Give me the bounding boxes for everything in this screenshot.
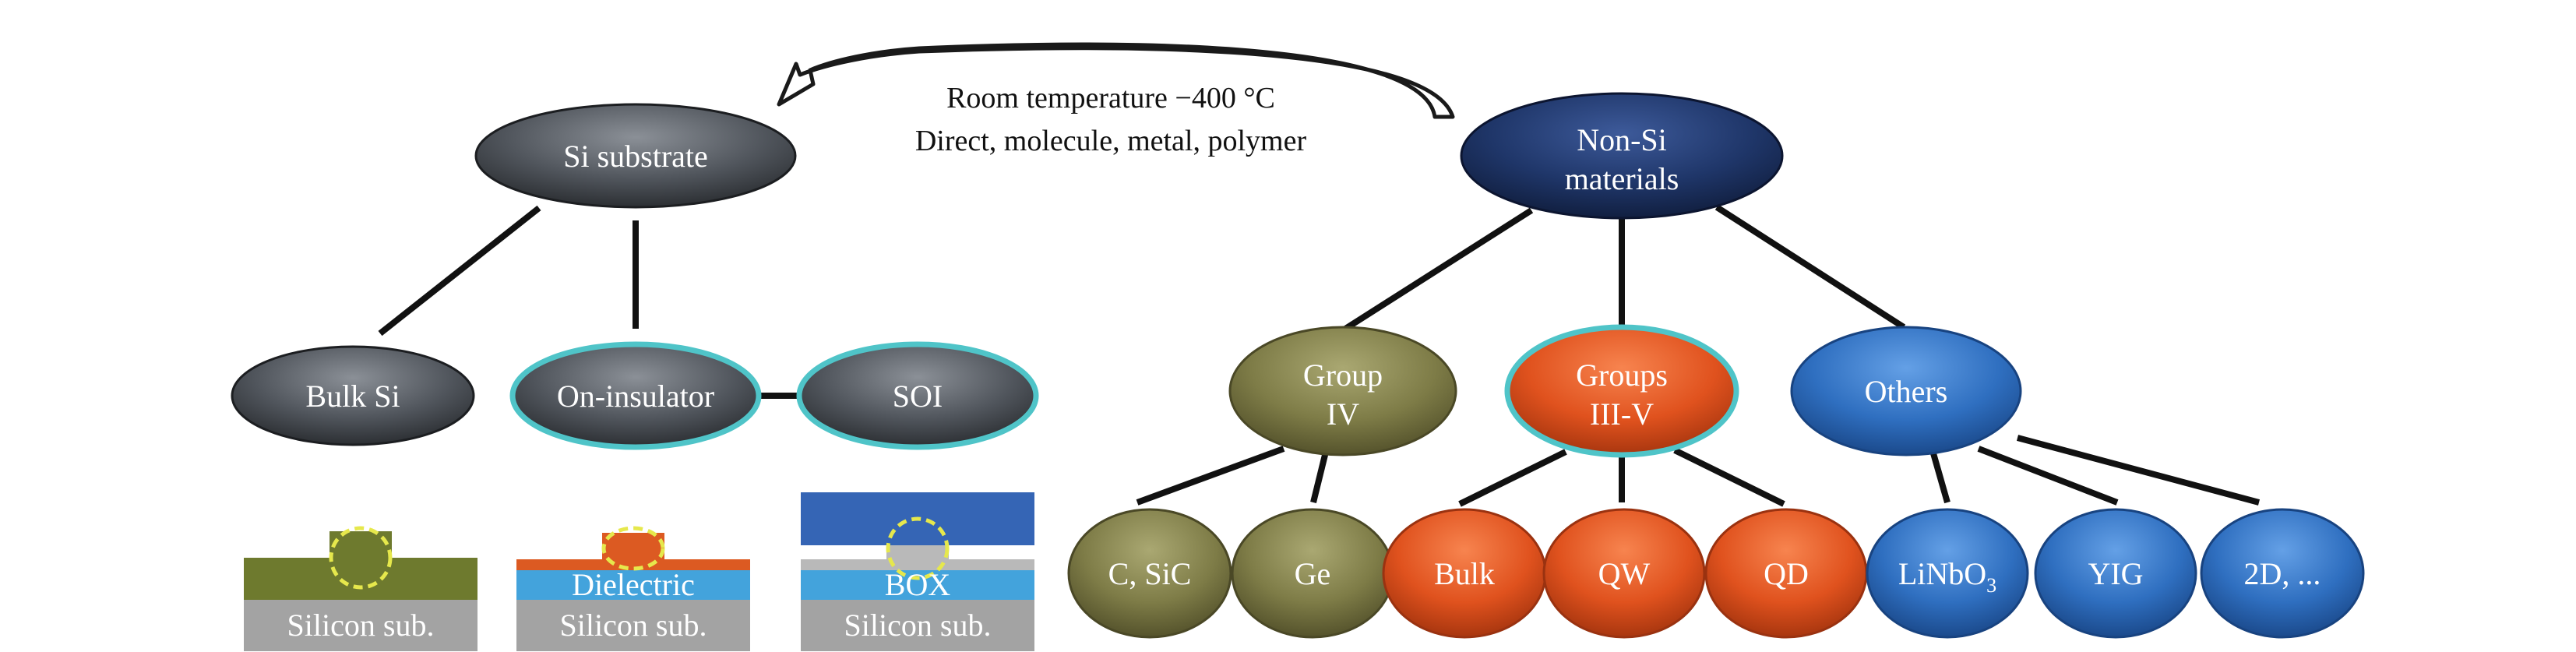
bonding-methods-text: Direct, molecule, metal, polymer — [915, 125, 1307, 157]
node-si-substrate: Si substrate — [474, 103, 797, 209]
node-bulk: Bulk — [1382, 508, 1547, 639]
node-bulk-si: Bulk Si — [231, 345, 475, 446]
connector-groupiv-ge — [1310, 451, 1329, 503]
bulk-si-mode-circle — [329, 526, 393, 590]
node-linbo3-label: LiNbO3 — [1898, 556, 1996, 597]
box-substrate-label: Silicon sub. — [844, 608, 992, 643]
stack-dielectric: Dielectric Silicon sub. — [516, 526, 750, 651]
node-bulk-label: Bulk — [1434, 556, 1495, 591]
tree-connectors — [378, 204, 2261, 507]
connector-others-linbo3 — [1930, 452, 1951, 504]
node-others-label: Others — [1865, 374, 1948, 409]
node-on-insulator-label: On-insulator — [557, 379, 714, 414]
connector-groupsiiiv-bulk — [1458, 449, 1567, 507]
node-bulk-si-label: Bulk Si — [305, 379, 400, 414]
node-on-insulator: On-insulator — [509, 341, 762, 450]
connector-groupiv-csic — [1136, 446, 1285, 506]
node-2d: 2D, ... — [2200, 508, 2365, 639]
bulk-si-top-layer — [244, 558, 477, 600]
node-yig-label: YIG — [2088, 556, 2143, 591]
bulk-si-ridge — [329, 531, 392, 558]
node-qd: QD — [1704, 508, 1868, 639]
connector-others-yig — [1977, 446, 2119, 506]
node-groups-iii-v-line2: III-V — [1590, 396, 1654, 432]
node-2d-label: 2D, ... — [2244, 556, 2321, 591]
node-group-iv: Group IV — [1228, 326, 1457, 456]
node-qw-label: QW — [1598, 556, 1651, 591]
connector-nonsi-others — [1714, 204, 1906, 330]
node-linbo3-main: LiNbO — [1898, 556, 1986, 591]
box-ridge — [886, 545, 949, 559]
bulk-si-substrate-label: Silicon sub. — [287, 608, 435, 643]
node-soi-label: SOI — [893, 379, 943, 414]
node-non-si-label-line2: materials — [1565, 161, 1679, 196]
node-soi: SOI — [796, 341, 1039, 450]
node-ge-label: Ge — [1295, 556, 1331, 591]
node-ge: Ge — [1231, 508, 1394, 639]
box-mode-circle — [886, 516, 950, 580]
connector-groupsiiiv-qd — [1673, 447, 1785, 507]
stack-box: BOX Silicon sub. — [801, 492, 1034, 651]
node-groups-iii-v: Groups III-V — [1504, 324, 1739, 458]
dielectric-substrate-label: Silicon sub. — [560, 608, 707, 643]
node-linbo3: LiNbO3 — [1866, 508, 2029, 639]
dielectric-substrate-layer — [516, 600, 750, 651]
bonding-temperature-text: Room temperature −400 °C — [946, 82, 1275, 115]
connector-nonsi-groupiv — [1341, 207, 1534, 333]
node-linbo3-subscript: 3 — [1986, 574, 1996, 597]
stack-bulk-si: Silicon sub. — [244, 526, 477, 651]
dielectric-top-film — [516, 559, 750, 570]
dielectric-label: Dielectric — [572, 567, 695, 602]
dielectric-layer — [516, 570, 750, 600]
node-c-sic-label: C, SiC — [1108, 556, 1192, 591]
box-oxide-layer — [801, 570, 1034, 600]
dielectric-ridge — [602, 533, 664, 559]
connector-others-2d — [2016, 435, 2261, 506]
node-yig: YIG — [2034, 508, 2197, 639]
node-others: Others — [1790, 326, 2022, 456]
dielectric-mode-circle — [601, 526, 665, 571]
node-non-si-materials: Non-Si materials — [1460, 92, 1784, 220]
bonding-arrow — [777, 42, 1455, 119]
node-c-sic: C, SiC — [1067, 508, 1232, 639]
node-si-substrate-label: Si substrate — [563, 139, 708, 174]
connector-si-bulk — [378, 205, 541, 337]
node-non-si-label-line1: Non-Si — [1577, 122, 1667, 157]
box-substrate-layer — [801, 600, 1034, 651]
node-qw: QW — [1542, 508, 1706, 639]
box-label: BOX — [885, 567, 951, 602]
node-group-iv-line1: Group — [1303, 358, 1383, 393]
node-group-iv-line2: IV — [1327, 396, 1359, 432]
node-groups-iii-v-line1: Groups — [1576, 358, 1668, 393]
node-qd-label: QD — [1764, 556, 1809, 591]
box-silicon-film — [801, 559, 1034, 570]
bulk-si-substrate-layer — [244, 600, 477, 651]
